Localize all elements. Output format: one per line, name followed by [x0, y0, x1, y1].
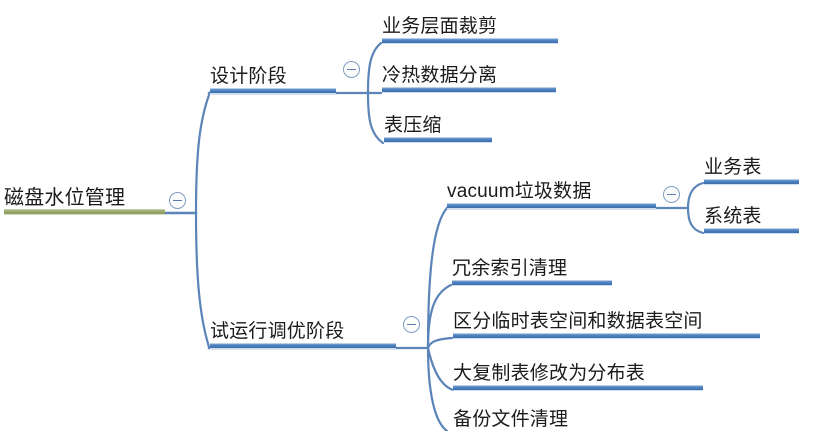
node-convert-replicated-to-distributed-label: 大复制表修改为分布表 — [453, 363, 646, 384]
node-business-table-underline — [704, 179, 799, 185]
node-root-underline — [4, 209, 165, 215]
node-table-compression-underline — [384, 137, 492, 143]
node-backup-file-cleanup[interactable]: 备份文件清理 — [453, 406, 613, 431]
node-trial-tuning-phase[interactable]: 试运行调优阶段 — [210, 318, 396, 349]
collapse-toggle-root[interactable] — [169, 192, 186, 209]
node-system-table-underline — [704, 228, 799, 234]
node-business-table[interactable]: 业务表 — [704, 154, 799, 185]
node-redundant-index-cleanup-underline — [452, 280, 612, 286]
collapse-toggle-trial-tuning-phase[interactable] — [403, 316, 420, 333]
node-root[interactable]: 磁盘水位管理 — [4, 183, 165, 215]
node-vacuum-garbage-data[interactable]: vacuum垃圾数据 — [447, 178, 656, 209]
node-redundant-index-cleanup[interactable]: 冗余索引清理 — [452, 255, 612, 286]
node-business-level-trim-label: 业务层面裁剪 — [382, 16, 498, 37]
node-trial-tuning-phase-label: 试运行调优阶段 — [210, 321, 345, 342]
node-separate-temp-and-data-tablespace-label: 区分临时表空间和数据表空间 — [453, 311, 703, 332]
node-redundant-index-cleanup-label: 冗余索引清理 — [452, 258, 568, 279]
node-root-label: 磁盘水位管理 — [4, 187, 126, 209]
collapse-toggle-design-phase[interactable] — [343, 61, 360, 78]
node-design-phase-label: 设计阶段 — [210, 66, 287, 87]
node-design-phase-underline — [210, 88, 336, 94]
node-separate-temp-and-data-tablespace[interactable]: 区分临时表空间和数据表空间 — [453, 308, 760, 339]
node-convert-replicated-to-distributed-underline — [453, 385, 703, 391]
node-trial-tuning-phase-underline — [210, 343, 396, 349]
node-system-table[interactable]: 系统表 — [704, 203, 799, 234]
node-separate-temp-and-data-tablespace-underline — [453, 333, 760, 339]
node-table-compression-label: 表压缩 — [384, 115, 442, 136]
node-hot-cold-data-separation[interactable]: 冷热数据分离 — [382, 62, 556, 93]
node-hot-cold-data-separation-underline — [382, 87, 556, 93]
collapse-toggle-vacuum-garbage-data[interactable] — [663, 186, 680, 203]
node-backup-file-cleanup-label: 备份文件清理 — [453, 409, 569, 430]
node-hot-cold-data-separation-label: 冷热数据分离 — [382, 65, 498, 86]
node-business-level-trim[interactable]: 业务层面裁剪 — [382, 13, 558, 44]
node-design-phase[interactable]: 设计阶段 — [210, 63, 336, 94]
node-system-table-label: 系统表 — [704, 206, 762, 227]
node-vacuum-garbage-data-underline — [447, 203, 656, 209]
node-business-level-trim-underline — [382, 38, 558, 44]
node-business-table-label: 业务表 — [704, 157, 762, 178]
node-vacuum-garbage-data-label: vacuum垃圾数据 — [447, 181, 592, 202]
node-convert-replicated-to-distributed[interactable]: 大复制表修改为分布表 — [453, 360, 703, 391]
node-table-compression[interactable]: 表压缩 — [384, 112, 492, 143]
